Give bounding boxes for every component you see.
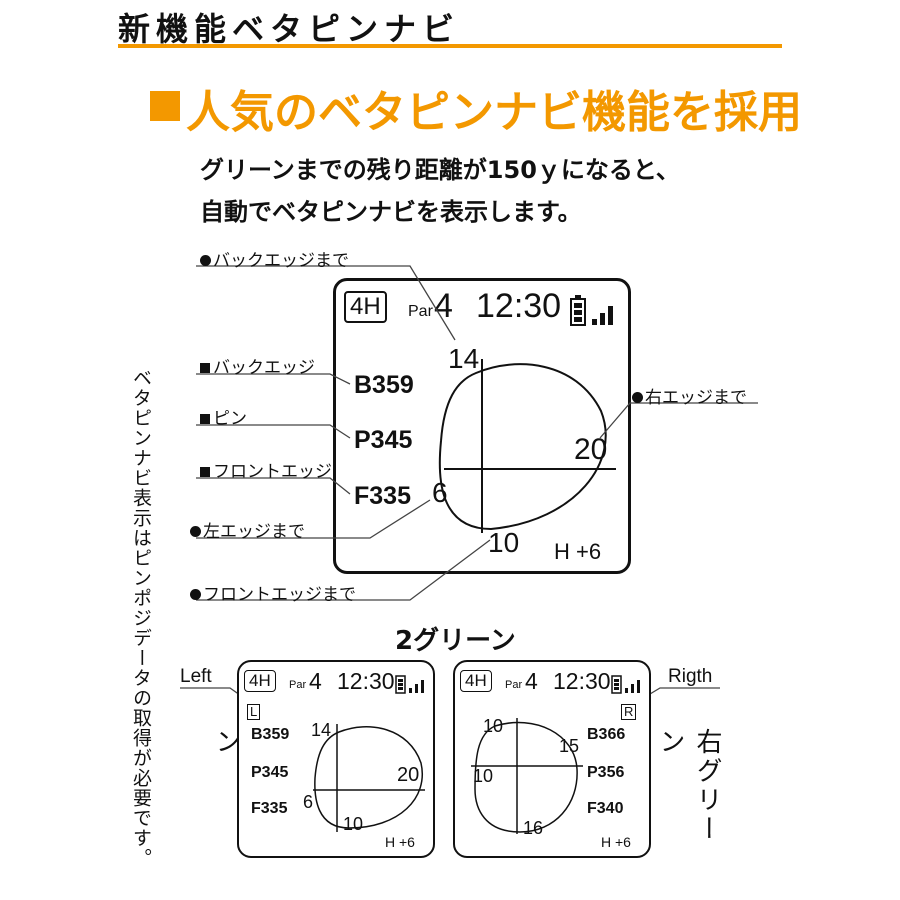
right-tag: Rigth [668, 666, 713, 687]
callout-to-front-edge: フロントエッジまで [190, 580, 356, 605]
callout-back-edge: バックエッジ [200, 353, 315, 378]
callout-text: バックエッジまで [213, 251, 349, 271]
green-letter-badge: R [621, 704, 637, 720]
dot-bullet-icon [190, 589, 201, 600]
callout-text: フロントエッジまで [203, 585, 356, 605]
headline: 人気のベタピンナビ機能を採用 [150, 76, 802, 140]
dist-to-left-edge: 6 [432, 477, 448, 508]
clock-time: 12:30 [553, 668, 611, 694]
two-green-title: 2グリーン [395, 626, 516, 656]
headline-text: 人気のベタピンナビ機能を採用 [186, 87, 802, 138]
battery-signal-icon [611, 675, 640, 694]
callout-text: 右エッジまで [645, 388, 747, 408]
callout-to-left-edge: 左エッジまで [190, 517, 305, 542]
pin-distance: P345 [354, 426, 413, 454]
handicap: H +6 [385, 834, 415, 850]
left-green-device-screen: 4H Par 4 12:30 L B359 P345 F335 14 20 6 … [237, 660, 435, 858]
left-tag: Left [180, 666, 212, 687]
callout-text: ピン [213, 409, 247, 429]
hole-number: 4H [344, 291, 387, 323]
dist-to-right-edge: 20 [574, 433, 608, 466]
front-distance: F335 [354, 482, 411, 510]
square-bullet-icon [200, 363, 210, 373]
square-bullet-icon [200, 414, 210, 424]
par-label: Par [289, 679, 307, 691]
callout-pin: ピン [200, 404, 247, 429]
battery-signal-icon [395, 675, 424, 694]
handicap: H +6 [601, 834, 631, 850]
par-value: 4 [525, 668, 538, 694]
title-underline [118, 44, 782, 48]
dot-bullet-icon [200, 255, 211, 266]
main-device-screen: 4H Par 4 12:30 B359 P345 F335 14 20 6 10… [333, 278, 631, 574]
dot-bullet-icon [190, 526, 201, 537]
square-bullet-icon [200, 467, 210, 477]
dist-to-back-edge: 14 [311, 720, 332, 740]
dist-to-front-edge: 16 [523, 818, 544, 838]
callout-front-edge: フロントエッジ [200, 457, 332, 482]
clock-time: 12:30 [476, 287, 562, 325]
dist-to-right-edge: 20 [397, 764, 420, 786]
callout-to-back-edge: バックエッジまで [200, 246, 349, 271]
par-label: Par [408, 303, 433, 320]
subtitle-line-1: グリーンまでの残り距離が150ｙになると、 [200, 156, 680, 184]
right-green-caption: 右グリーン [655, 728, 722, 844]
callout-to-right-edge: 右エッジまで [632, 383, 747, 408]
battery-signal-icon [570, 295, 613, 326]
dist-to-back-edge: 10 [483, 716, 504, 736]
back-distance: B359 [251, 726, 290, 743]
green-letter-badge: L [247, 704, 261, 720]
back-distance: B359 [354, 371, 414, 399]
callout-text: バックエッジ [213, 358, 315, 378]
hole-number: 4H [244, 670, 276, 692]
square-bullet-icon [150, 91, 180, 121]
dist-to-right-edge: 15 [559, 736, 580, 756]
pin-distance: P345 [251, 764, 289, 781]
par-value: 4 [309, 668, 322, 694]
par-label: Par [505, 679, 523, 691]
green-outline [471, 718, 583, 834]
pin-distance: P356 [587, 764, 625, 781]
dist-to-front-edge: 10 [488, 527, 520, 558]
back-distance: B366 [587, 726, 626, 743]
handicap: H +6 [554, 539, 602, 564]
green-outline [438, 359, 616, 533]
subtitle-line-2: 自動でベタピンナビを表示します。 [200, 198, 582, 226]
dot-bullet-icon [632, 392, 643, 403]
dist-to-front-edge: 10 [343, 814, 364, 834]
dist-to-left-edge: 6 [303, 792, 314, 812]
par-value: 4 [434, 287, 453, 325]
callout-text: 左エッジまで [203, 522, 305, 542]
right-green-device-screen: 4H Par 4 12:30 R B366 P356 F340 10 15 10… [453, 660, 651, 858]
green-outline [313, 724, 425, 832]
dist-to-left-edge: 10 [473, 766, 494, 786]
clock-time: 12:30 [337, 668, 395, 694]
side-note: ベタピンナビ表示はピンポジデータの取得が必要です。 [130, 368, 152, 868]
dist-to-back-edge: 14 [448, 343, 480, 374]
callout-text: フロントエッジ [213, 462, 332, 482]
front-distance: F335 [251, 800, 288, 817]
hole-number: 4H [460, 670, 492, 692]
front-distance: F340 [587, 800, 624, 817]
page-title: 新機能ベタピンナビ [118, 10, 461, 48]
